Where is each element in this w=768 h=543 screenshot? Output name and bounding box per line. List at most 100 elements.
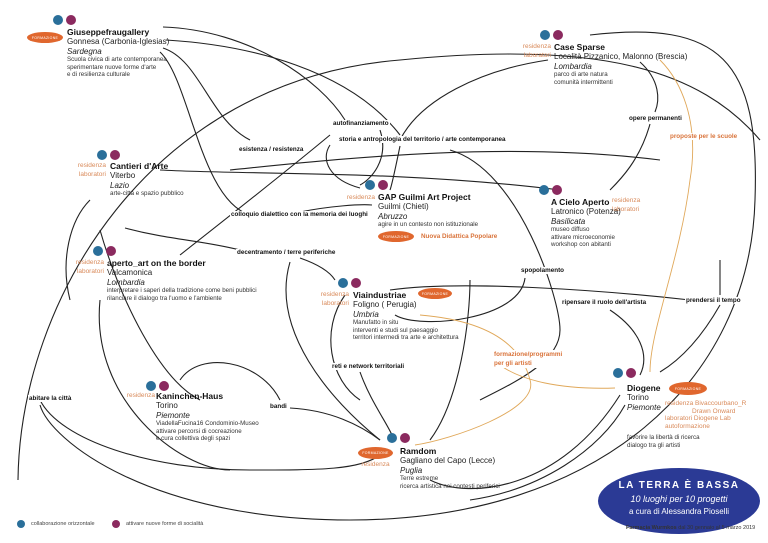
side-label: residenza xyxy=(346,194,375,201)
keyword-ripensare: ripensare il ruolo dell'artista xyxy=(561,299,648,306)
node-dots xyxy=(387,433,410,443)
node-desc: attivare percorsi di cocreazione xyxy=(156,427,242,435)
link xyxy=(429,279,471,441)
node-title: Viaindustriae xyxy=(353,290,407,300)
formazione-badge: FORMAZIONE xyxy=(378,231,414,242)
node-city: Gonnesa (Carbonia-Iglesias) xyxy=(67,37,170,46)
legend-item: collaborazione orizzontale xyxy=(17,520,95,528)
link xyxy=(389,145,401,191)
purple-dot-icon xyxy=(66,15,76,25)
purple-dot-icon xyxy=(378,180,388,190)
keyword-autofinanziamento: autofinanziamento xyxy=(332,120,390,127)
node-extra: Nuova Didattica Popolare xyxy=(420,233,499,240)
purple-dot-icon xyxy=(626,368,636,378)
keyword-decentramento: decentramento / terre periferiche xyxy=(236,249,337,256)
node-city: Torino xyxy=(156,401,178,410)
formazione-badge: FORMAZIONE xyxy=(418,288,452,299)
blue-dot-icon xyxy=(539,185,549,195)
purple-dot-icon xyxy=(112,520,120,528)
blue-dot-icon xyxy=(93,246,103,256)
keyword-line: formazione/programmi xyxy=(494,351,563,358)
node-title: Diogene xyxy=(627,383,661,393)
node-city: Gagliano del Capo (Lecce) xyxy=(400,456,496,465)
link xyxy=(39,399,381,471)
orange-link xyxy=(499,364,616,389)
orange-link xyxy=(414,314,532,446)
link xyxy=(179,134,331,256)
node-desc: dialogo tra gli artisti xyxy=(627,441,681,449)
side-label: residenza xyxy=(361,461,390,468)
keyword-abitare: abitare la città xyxy=(28,395,73,402)
node-title: Ramdom xyxy=(400,446,437,456)
link xyxy=(330,294,361,401)
side-label: residenza xyxy=(126,392,155,399)
side-label: residenza xyxy=(612,197,641,204)
node-desc: interventi e studi sul paesaggio xyxy=(353,326,438,334)
node-aperto-art: aperto_art on the border Valcamonica Lom… xyxy=(107,258,257,302)
side-label: laboratori Diogene Lab xyxy=(665,415,731,422)
node-title: Case Sparse xyxy=(554,42,606,52)
link xyxy=(325,144,361,189)
link xyxy=(165,39,401,136)
node-dots xyxy=(53,15,76,25)
node-dots xyxy=(613,368,636,378)
link xyxy=(289,407,381,441)
link xyxy=(39,31,756,521)
link xyxy=(299,204,373,213)
link xyxy=(609,123,651,191)
side-label: residenza xyxy=(522,43,551,50)
link xyxy=(659,304,721,373)
link xyxy=(179,362,281,401)
node-diogene: Diogene Torino Piemonte xyxy=(627,383,661,412)
link xyxy=(429,394,621,490)
node-desc: comunità intermittenti xyxy=(554,78,613,86)
node-dots xyxy=(365,180,388,190)
node-desc: arte-città e spazio pubblico xyxy=(110,190,184,197)
node-city: Località Pizzanico, Malonno (Brescia) xyxy=(554,52,688,61)
node-region: Lombardia xyxy=(107,277,145,287)
node-ramdom: Ramdom Gagliano del Capo (Lecce) Puglia … xyxy=(400,446,500,490)
formazione-badge: FORMAZIONE xyxy=(358,447,393,459)
link xyxy=(229,150,661,171)
formazione-badge: FORMAZIONE xyxy=(27,32,63,43)
node-diogene-desc: favorire la libertà di ricerca dialogo t… xyxy=(627,434,700,449)
blue-dot-icon xyxy=(540,30,550,40)
footer-venue: Farmacia Wurmkos xyxy=(626,525,677,531)
exhibition-title-box: LA TERRA È BASSA 10 luoghi per 10 proget… xyxy=(598,468,760,534)
node-region: Piemonte xyxy=(627,402,661,412)
node-desc: ricerca artistica nei contesti periferic… xyxy=(400,482,500,490)
node-subtitle: Scuola civica di arte contemporanea xyxy=(67,56,167,63)
node-title: Giuseppefraugallery xyxy=(67,27,150,37)
node-desc: ViadellaFucina16 Condominio-Museo xyxy=(156,420,259,427)
node-city: Foligno ( Perugia) xyxy=(353,300,417,309)
node-desc: favorire la libertà di ricerca xyxy=(627,434,700,441)
purple-dot-icon xyxy=(552,185,562,195)
side-label: autoformazione xyxy=(665,422,710,430)
orange-link xyxy=(649,59,694,373)
side-label: laboratori xyxy=(612,205,640,213)
link xyxy=(399,59,549,141)
exhibition-title: LA TERRA È BASSA xyxy=(618,480,740,491)
node-desc: Manufatto in situ xyxy=(353,319,399,326)
keyword-opere: opere permanenti xyxy=(628,115,683,122)
link xyxy=(65,199,91,301)
blue-dot-icon xyxy=(613,368,623,378)
keyword-esistenza: esistenza / resistenza xyxy=(238,146,305,153)
node-dots xyxy=(93,246,116,256)
node-desc: Terre estreme xyxy=(400,475,439,482)
node-title: GAP Guilmi Art Project xyxy=(378,192,471,202)
node-desc: e di resilienza culturale xyxy=(67,71,130,78)
node-giuseppefraugallery: Giuseppefraugallery Gonnesa (Carbonia-Ig… xyxy=(67,27,169,79)
formazione-badge: FORMAZIONE xyxy=(669,382,707,395)
blue-dot-icon xyxy=(365,180,375,190)
node-gap-guilmi: GAP Guilmi Art Project Guilmi (Chieti) A… xyxy=(378,192,478,229)
node-case-sparse: Case Sparse Località Pizzanico, Malonno … xyxy=(554,42,687,86)
link xyxy=(162,47,251,141)
exhibition-curator: a cura di Alessandra Pioselli xyxy=(628,507,730,516)
